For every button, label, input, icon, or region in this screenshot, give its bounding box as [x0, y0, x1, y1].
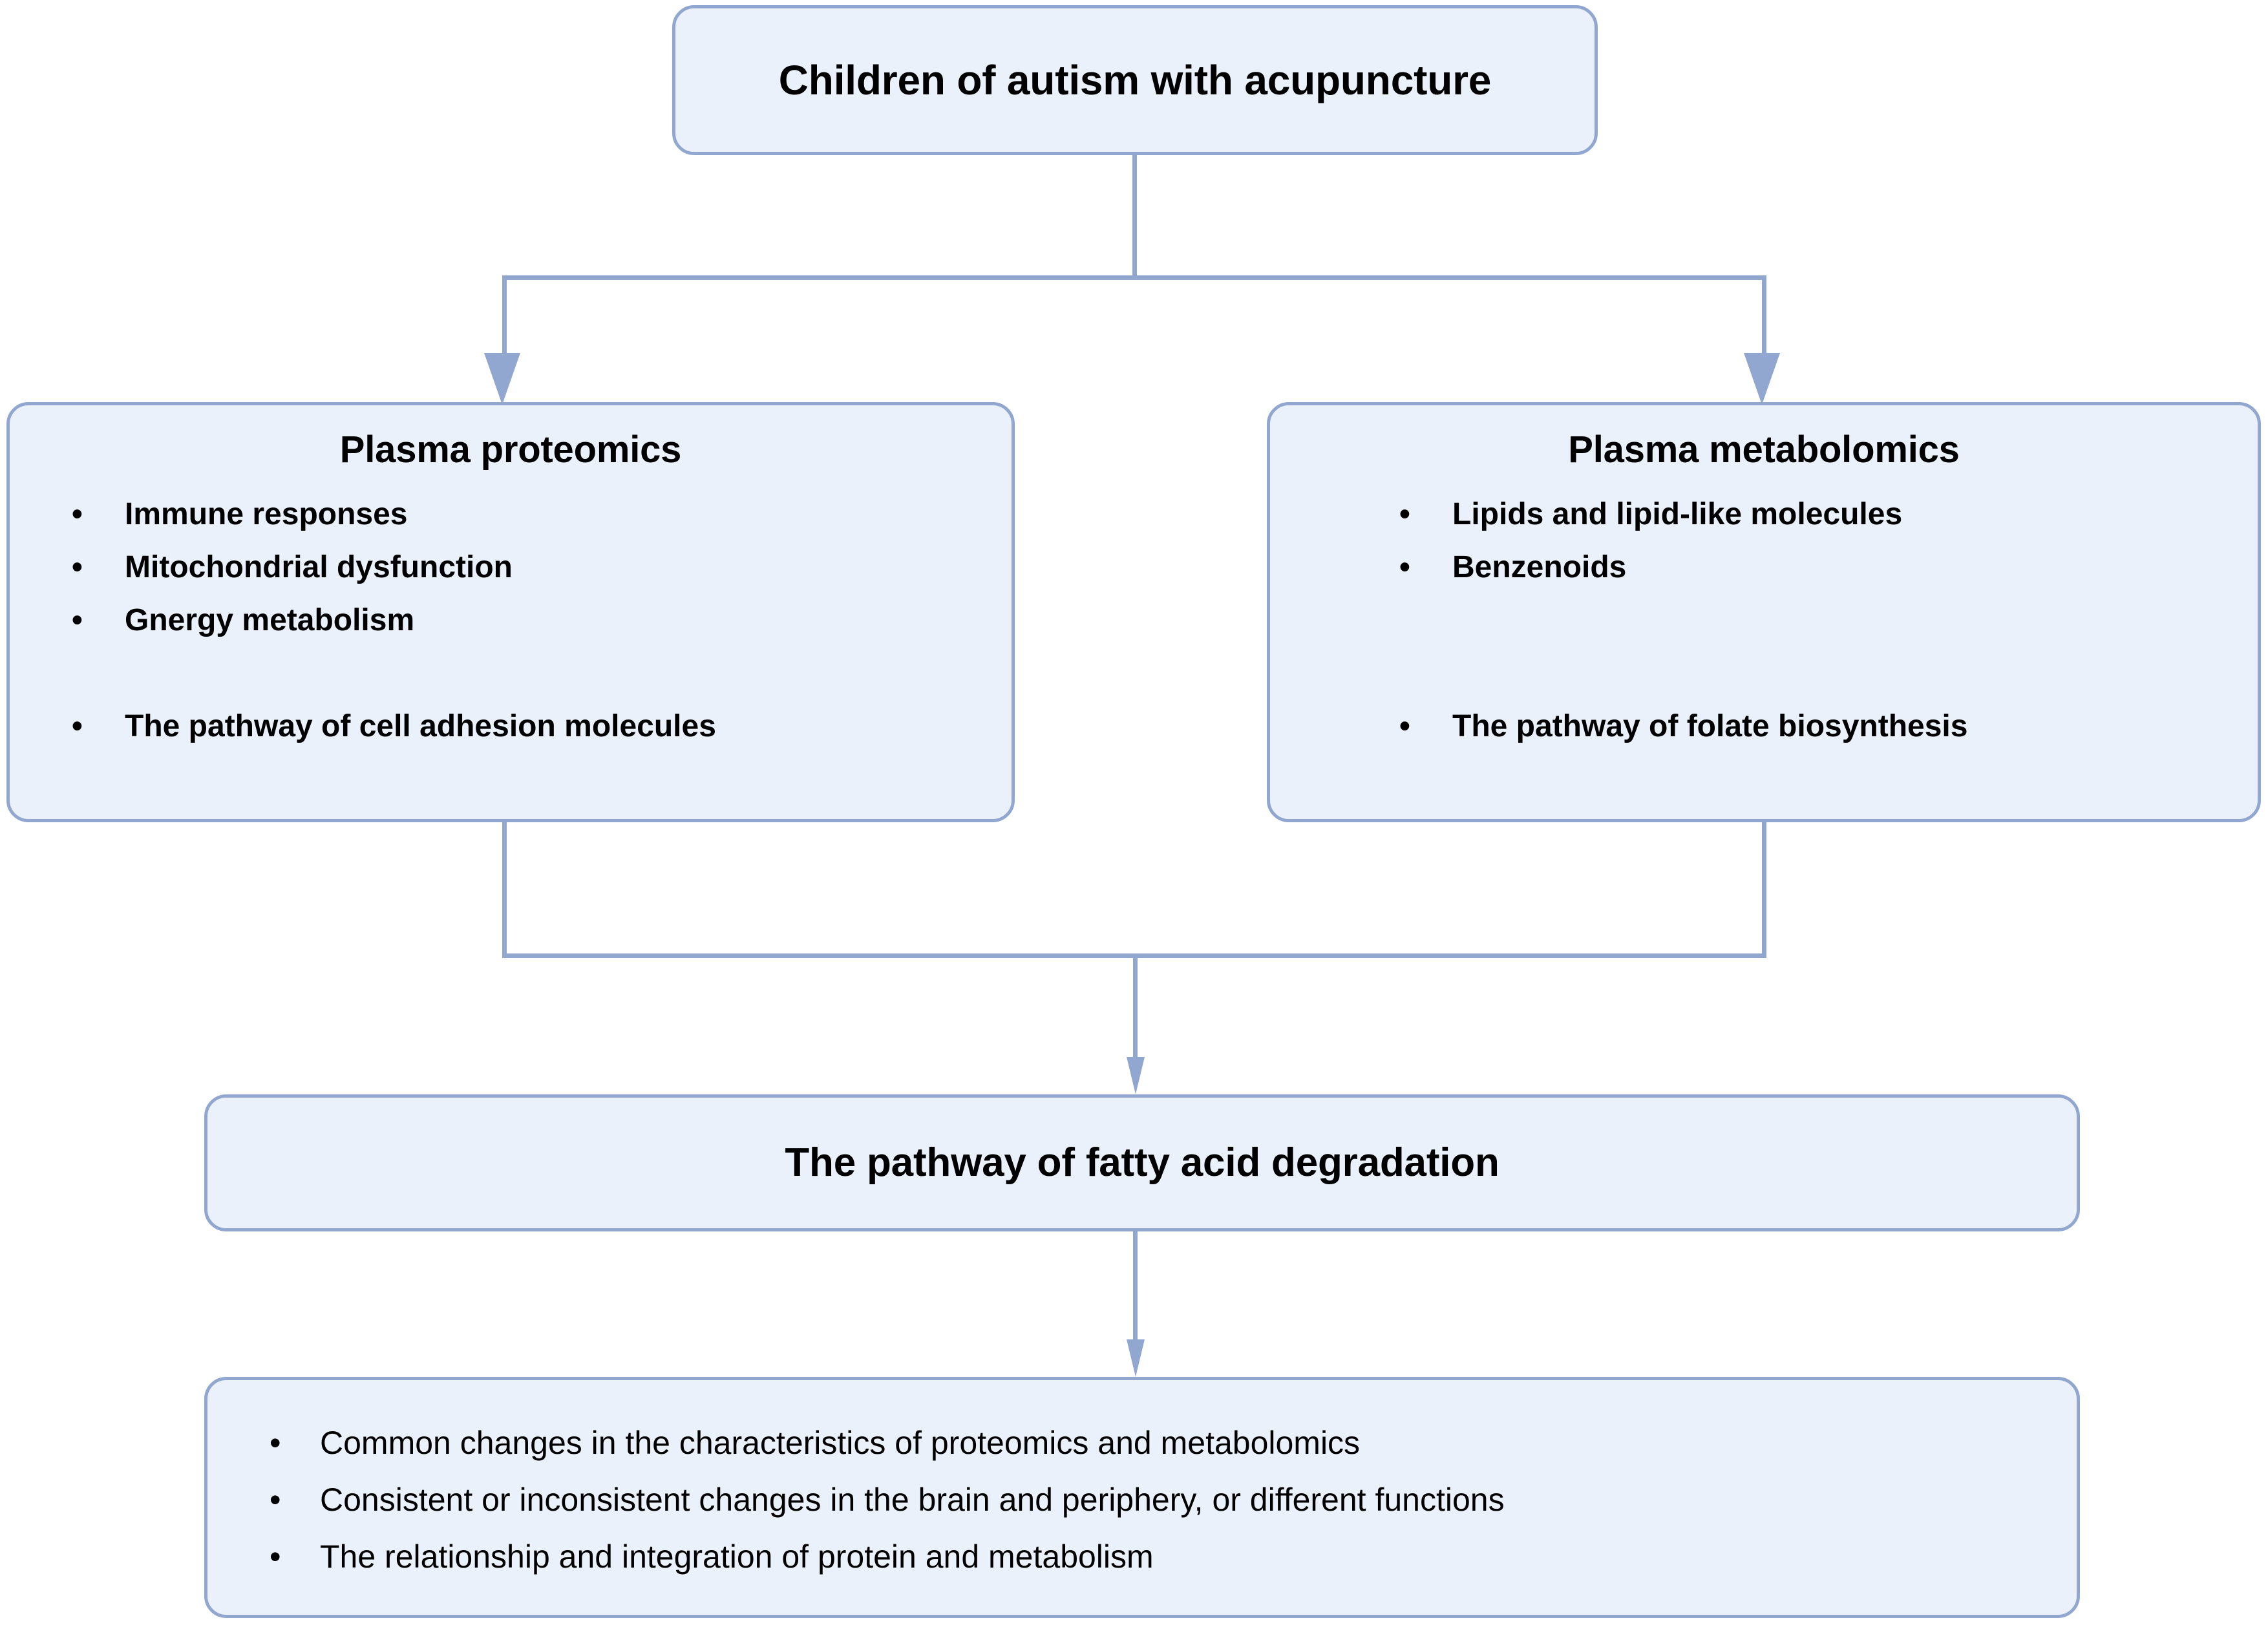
arrowhead-to-proteomics: [484, 353, 520, 405]
list-item: • Gnergy metabolism: [72, 602, 986, 637]
bullet-icon: •: [72, 549, 83, 584]
node-plasma-metabolomics[interactable]: Plasma metabolomics • Lipids and lipid-l…: [1267, 402, 2261, 822]
node-fatty-acid-degradation[interactable]: The pathway of fatty acid degradation: [204, 1094, 2080, 1231]
list-item-label: Benzenoids: [1452, 549, 1627, 584]
connector-metabolomics-down: [1762, 822, 1766, 958]
connector-root-split-bar: [502, 275, 1766, 280]
list-item: • Immune responses: [72, 496, 986, 531]
connector-proteomics-down: [502, 822, 507, 958]
node-root[interactable]: Children of autism with acupuncture: [672, 5, 1598, 155]
list-item: • The pathway of cell adhesion molecules: [72, 708, 986, 743]
list-item-label: Gnergy metabolism: [125, 602, 415, 637]
connector-root-to-metabolomics: [1762, 275, 1766, 359]
bullet-icon: •: [270, 1425, 281, 1461]
list-item: • The relationship and integration of pr…: [270, 1540, 2077, 1573]
list-item: • Lipids and lipid-like molecules: [1399, 496, 2232, 531]
list-item-label: Mitochondrial dysfunction: [125, 549, 513, 584]
list-item: • The pathway of folate biosynthesis: [1399, 708, 2232, 743]
arrowhead-to-summary: [1127, 1339, 1145, 1377]
list-item-label: Immune responses: [125, 496, 408, 531]
list-item-label: Lipids and lipid-like molecules: [1452, 496, 1903, 531]
list-item: • Mitochondrial dysfunction: [72, 549, 986, 584]
node-summary[interactable]: • Common changes in the characteristics …: [204, 1377, 2080, 1618]
bullet-icon: •: [1399, 549, 1410, 584]
node-fatty-acid-label: The pathway of fatty acid degradation: [785, 1140, 1500, 1185]
connector-merge-to-fatty-acid: [1133, 953, 1138, 1058]
list-item-label: Consistent or inconsistent changes in th…: [320, 1482, 1505, 1518]
connector-root-stem: [1132, 155, 1137, 278]
summary-bullet-list: • Common changes in the characteristics …: [270, 1427, 2077, 1573]
proteomics-bullet-list: • Immune responses • Mitochondrial dysfu…: [72, 496, 986, 743]
list-item-label: The relationship and integration of prot…: [320, 1538, 1154, 1575]
list-item-label: The pathway of folate biosynthesis: [1452, 708, 1968, 743]
metabolomics-bullet-list: • Lipids and lipid-like molecules • Benz…: [1399, 496, 2232, 743]
bullet-icon: •: [270, 1482, 281, 1518]
bullet-icon: •: [72, 602, 83, 637]
list-item: • Benzenoids: [1399, 549, 2232, 584]
bullet-icon: •: [72, 496, 83, 531]
bullet-icon: •: [1399, 708, 1410, 743]
list-item-label: Common changes in the characteristics of…: [320, 1425, 1361, 1461]
list-item: • Common changes in the characteristics …: [270, 1427, 2077, 1459]
list-item: • Consistent or inconsistent changes in …: [270, 1484, 2077, 1516]
node-plasma-proteomics[interactable]: Plasma proteomics • Immune responses • M…: [6, 402, 1015, 822]
arrowhead-to-fatty-acid: [1127, 1057, 1145, 1094]
bullet-icon: •: [1399, 496, 1410, 531]
connector-root-to-proteomics: [502, 275, 507, 359]
bullet-icon: •: [72, 708, 83, 743]
node-root-label: Children of autism with acupuncture: [778, 56, 1492, 103]
bullet-icon: •: [270, 1538, 281, 1575]
list-item-label: The pathway of cell adhesion molecules: [125, 708, 716, 743]
connector-fatty-acid-to-summary: [1133, 1231, 1138, 1340]
arrowhead-to-metabolomics: [1744, 353, 1780, 405]
node-metabolomics-title: Plasma metabolomics: [1568, 429, 1960, 471]
node-proteomics-title: Plasma proteomics: [339, 429, 682, 471]
